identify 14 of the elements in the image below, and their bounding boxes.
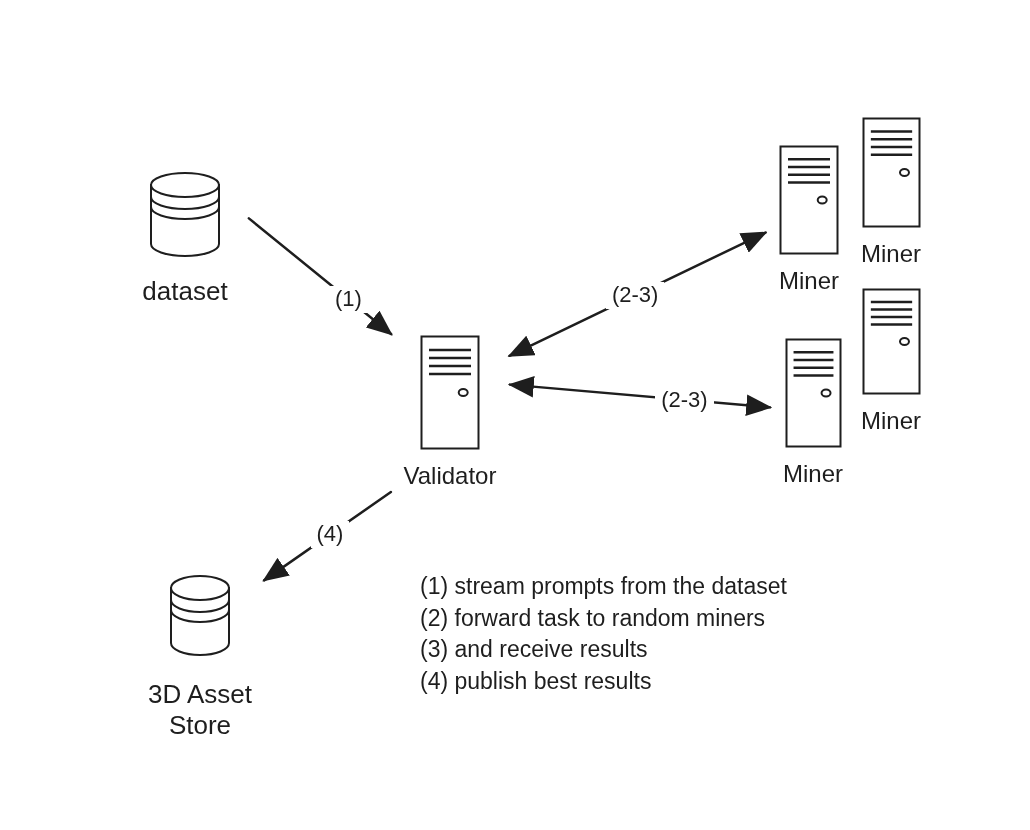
node-label: Miner [779,267,839,296]
node-label: 3D Asset Store [146,679,254,742]
edge-label: (2-3) [605,282,665,309]
node-label: dataset [142,276,228,308]
note-text: (3) and receive results [420,636,648,664]
note-text: (4) publish best results [420,667,652,696]
note-text: (1) stream prompts from the dataset [420,573,787,601]
node-label: Miner [861,240,921,269]
edge-label: (1) [328,286,368,313]
node-label: Miner [861,407,921,436]
node-label: Validator [403,462,497,491]
edge-label: (4) [310,521,350,548]
node-label: Miner [783,460,843,489]
note-text: (2) forward task to random miners [420,604,766,633]
